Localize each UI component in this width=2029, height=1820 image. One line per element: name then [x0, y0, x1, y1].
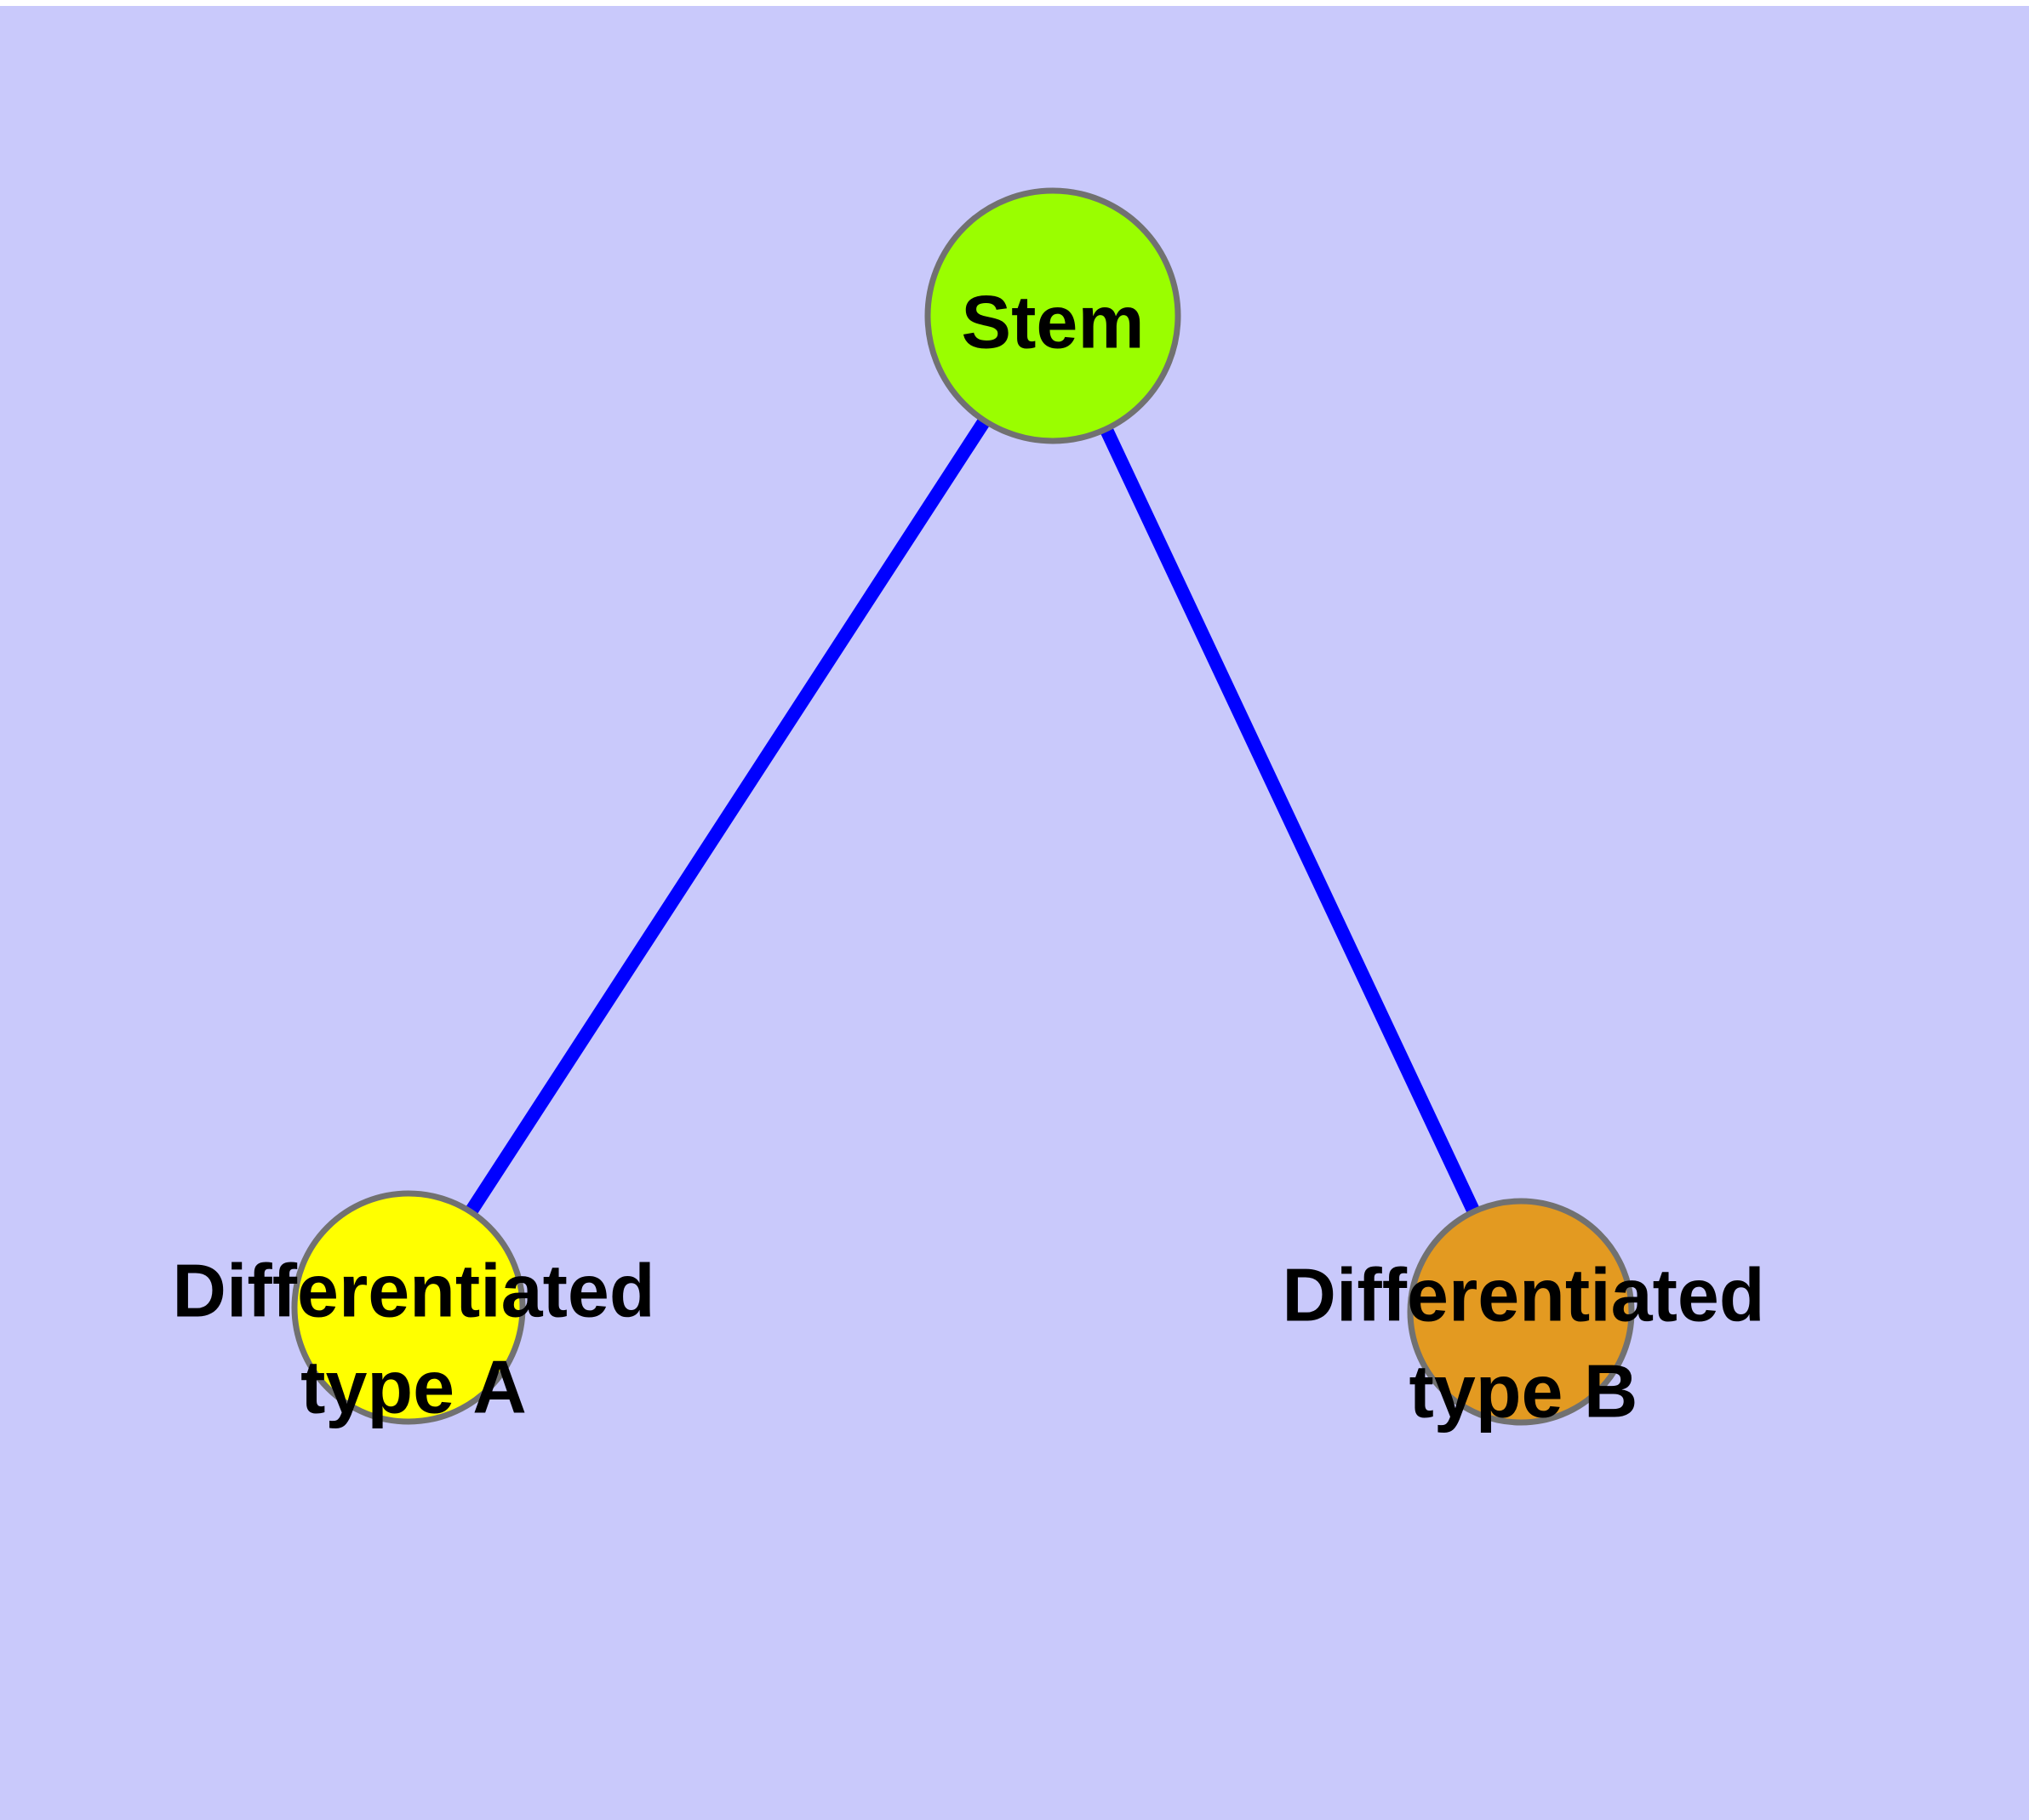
node-stem-circle: [924, 187, 1181, 444]
node-type-b-circle: [1407, 1198, 1635, 1426]
node-type-a-label-line1: Differentiated: [172, 1249, 654, 1333]
node-type-a-label-line2: type A: [300, 1345, 527, 1429]
node-type-b-label-line1: Differentiated: [1282, 1253, 1764, 1337]
node-stem: Stem: [924, 187, 1181, 444]
edge-stem-to-type-b: [1046, 312, 1528, 1315]
node-type-b-label-line2: type B: [1409, 1349, 1638, 1434]
node-type-a: Differentiated type A: [172, 1190, 655, 1429]
node-type-b: Differentiated type B: [1282, 1198, 1765, 1434]
node-stem-label: Stem: [961, 280, 1144, 364]
edge-stem-to-type-a: [403, 312, 1059, 1312]
node-type-a-circle: [291, 1190, 526, 1425]
